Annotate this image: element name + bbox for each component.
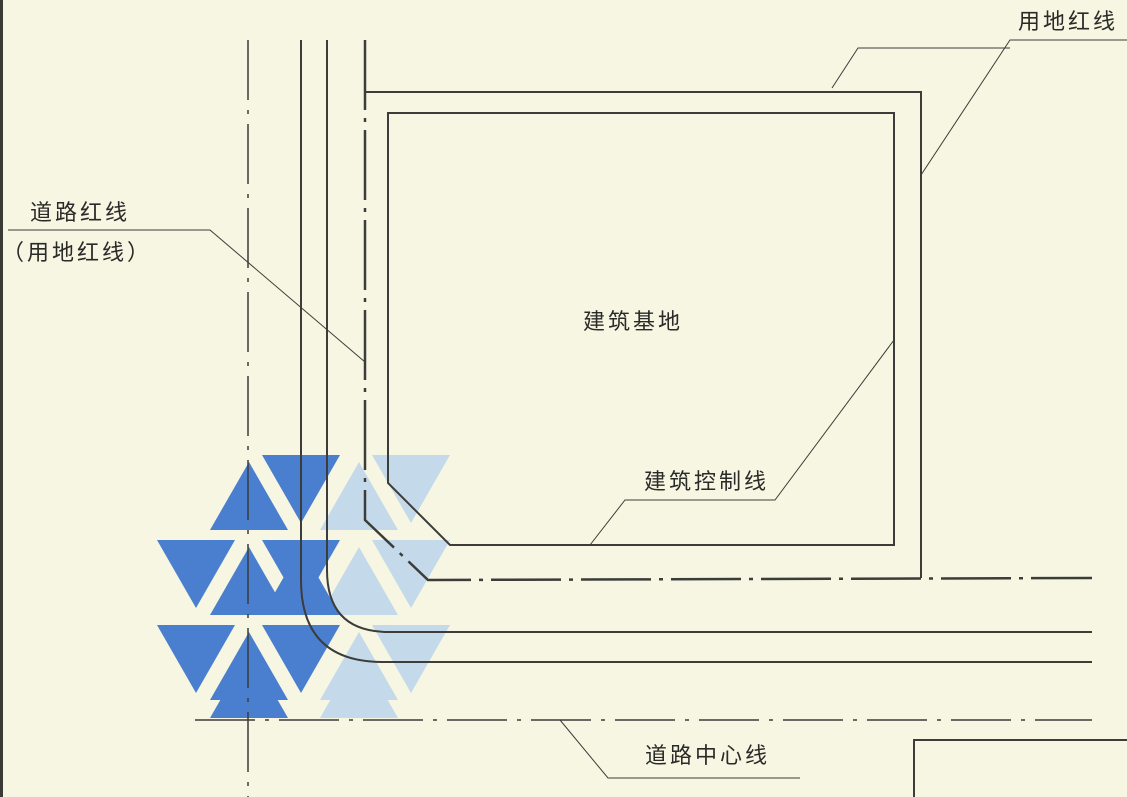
building-control-line-label: 建筑控制线: [644, 470, 770, 495]
road-red-line-note-label: （用地红线）: [2, 241, 153, 266]
leader-road-center-line: [559, 719, 800, 779]
building-control-line: [387, 112, 895, 546]
road-red-line-label: 道路红线: [30, 201, 131, 226]
road-red-line: [363, 40, 1093, 582]
leader-land-use-red-line-top: [831, 47, 1010, 89]
land-use-red-line-label: 用地红线: [1018, 10, 1119, 35]
land-use-red-line: [365, 91, 922, 578]
road-edge-inner: [326, 40, 1092, 633]
road-edge-outer: [300, 40, 1092, 663]
leader-road-red-line: [8, 229, 366, 363]
leader-building-control-line: [589, 339, 895, 546]
neighbor-plot-edge: [913, 739, 1127, 797]
road-center-line-label: 道路中心线: [645, 744, 771, 769]
triangle-mosaic-logo: [157, 455, 450, 718]
page-border: [0, 0, 3, 797]
leader-land-use-red-line: [920, 39, 1127, 176]
building-site-label: 建筑基地: [583, 310, 684, 335]
